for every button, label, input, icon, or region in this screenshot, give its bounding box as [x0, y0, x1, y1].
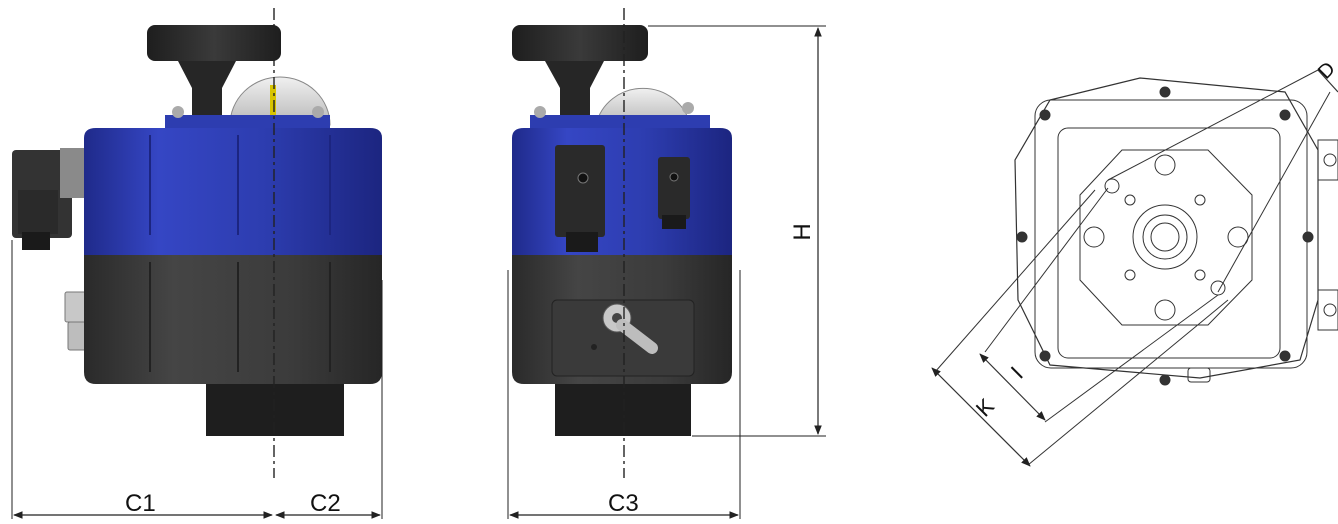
- blue-cover: [84, 128, 382, 255]
- bottom-view: [931, 69, 1338, 467]
- mounting-flange: [206, 384, 344, 436]
- connector-small: [658, 157, 690, 219]
- handwheel: [147, 25, 281, 61]
- mounting-flange: [555, 384, 691, 436]
- dimension-c1-c2: C1 C2: [11, 240, 383, 519]
- manual-override-panel: [551, 299, 695, 377]
- label-l: I: [1006, 362, 1028, 384]
- position-indicator-dome: [229, 76, 331, 126]
- handwheel: [512, 25, 648, 61]
- connector-large: [555, 145, 605, 237]
- dimension-c3: C3: [507, 270, 741, 519]
- dark-base: [84, 255, 382, 384]
- label-d: D: [1314, 58, 1338, 84]
- side-view-left: [12, 8, 382, 478]
- side-connector: [12, 148, 88, 351]
- label-k: K: [971, 393, 999, 421]
- dimension-h: H: [648, 25, 826, 437]
- side-view-middle: [512, 8, 732, 478]
- blue-cover: [512, 128, 732, 255]
- label-c3: C3: [608, 490, 639, 517]
- label-c1: C1: [125, 490, 156, 517]
- label-c2: C2: [310, 490, 341, 517]
- override-lever: [616, 319, 658, 354]
- label-h: H: [789, 223, 816, 240]
